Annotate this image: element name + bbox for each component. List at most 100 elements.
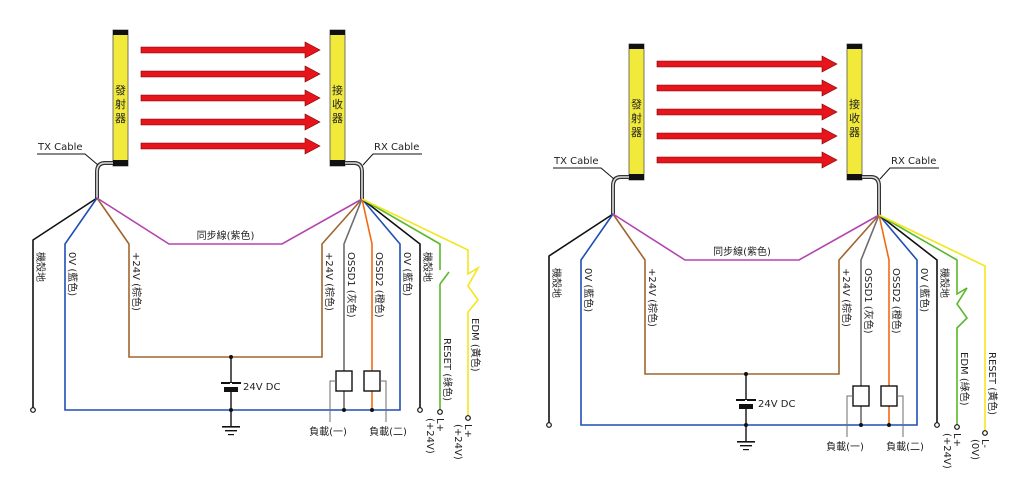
- green-terminal: [954, 424, 960, 430]
- ground-icon-3: [743, 449, 749, 451]
- rx-cable-label: RX Cable: [374, 142, 419, 153]
- battery-gap: [745, 400, 747, 404]
- yellow-terminal-label: L+: [462, 424, 473, 438]
- rx-plus24-label: +24V (棕色): [840, 268, 853, 327]
- emitter-label-char: 器: [631, 126, 642, 139]
- sync-wire-label: 同步線(紫色): [197, 229, 255, 242]
- load1-leader: [846, 395, 853, 437]
- emitter-cap-bottom: [113, 160, 128, 166]
- tx-cable: [611, 175, 629, 214]
- tx-plus24-label: +24V (棕色): [130, 252, 143, 311]
- rx-cable: [862, 175, 881, 215]
- sync-wire: [96, 197, 363, 245]
- receiver-label-char: 收: [332, 97, 343, 111]
- tx-cable-label: TX Cable: [553, 156, 599, 167]
- receiver-cap-bottom: [847, 174, 862, 180]
- tx-cable-core: [96, 162, 113, 198]
- green-wire-label: EDM (綠色): [958, 352, 971, 406]
- receiver-label-char: 器: [849, 126, 860, 139]
- ossd2-label: OSSD2 (橙色): [373, 252, 386, 318]
- rx-plus24-label: +24V (棕色): [323, 252, 336, 311]
- green-terminal-label: L+: [434, 418, 445, 432]
- tx-cable-label: TX Cable: [37, 142, 83, 153]
- light-beam-arrow: [656, 79, 838, 97]
- power-plus-node: [744, 372, 748, 376]
- load2-leader: [380, 380, 387, 422]
- tx-zero-volt-label: 0V (藍色): [582, 268, 595, 312]
- light-beam-arrow: [140, 41, 321, 59]
- yellow-terminal-voltage: (+24V): [452, 424, 463, 460]
- rx-zero-volt-label: 0V (藍色): [401, 252, 414, 296]
- load1-box: [335, 370, 353, 392]
- battery-plate-short: [739, 404, 753, 409]
- receiver-cap-top: [847, 44, 862, 49]
- power-plus-node: [229, 355, 233, 359]
- emitter-label-char: 發: [115, 83, 126, 97]
- rx-cable-core: [345, 162, 363, 199]
- load1-box: [852, 385, 870, 407]
- tx-plus24-label: +24V (棕色): [646, 268, 659, 327]
- ossd1-node: [342, 408, 346, 412]
- receiver-label-char: 接: [332, 84, 343, 97]
- green-terminal-voltage: (+24V): [941, 433, 952, 469]
- emitter-label-char: 射: [115, 97, 126, 111]
- sync-wire: [612, 213, 880, 261]
- green-terminal-label: L+: [951, 433, 962, 447]
- rx-shield-terminal: [417, 407, 423, 413]
- ground-icon-3: [228, 434, 234, 436]
- power-supply-label: 24V DC: [758, 399, 795, 410]
- green-wire-edm: [878, 214, 969, 427]
- ground-icon-2: [225, 430, 237, 432]
- ossd1-node: [859, 423, 863, 427]
- receiver-label-char: 接: [849, 98, 860, 111]
- tx-shield-label: 機殼地: [550, 268, 563, 298]
- tx-cable: [95, 161, 113, 198]
- ossd1-wire: [343, 198, 363, 410]
- rx-cable-leader: [879, 167, 939, 180]
- power-minus-node: [744, 423, 748, 427]
- light-beam-arrow: [656, 127, 838, 145]
- load2-label: 負載(二): [369, 426, 407, 438]
- ground-icon-2: [740, 445, 752, 447]
- yellow-terminal: [465, 415, 471, 421]
- tx-shield-label: 機殼地: [34, 252, 47, 282]
- rx-cable: [345, 161, 364, 199]
- light-beam-arrow: [140, 65, 321, 83]
- yellow-wire-edm: [361, 198, 481, 418]
- load2-leader: [897, 395, 904, 437]
- ground-icon-1: [222, 426, 240, 428]
- light-beam-arrow: [656, 55, 838, 73]
- emitter-cap-bottom: [629, 174, 644, 180]
- receiver-label-char: 收: [849, 111, 860, 125]
- tx-wire-shield: [32, 197, 98, 410]
- ossd2-node: [370, 408, 374, 412]
- ossd1-label: OSSD1 (灰色): [862, 268, 875, 334]
- load1-label: 負載(一): [309, 426, 347, 438]
- sync-wire-label: 同步線(紫色): [713, 245, 771, 258]
- rx-zero-volt-label: 0V (藍色): [918, 268, 931, 312]
- yellow-terminal-label: L-: [979, 439, 990, 448]
- ossd1-wire: [860, 214, 880, 425]
- reset-switch-contact: [439, 271, 450, 285]
- ossd2-wire: [878, 214, 890, 425]
- ossd2-node: [887, 423, 891, 427]
- rx-wire-shield: [361, 198, 421, 410]
- ossd2-label: OSSD2 (橙色): [890, 268, 903, 334]
- power-supply-label: 24V DC: [243, 382, 280, 393]
- emitter-label-char: 器: [115, 112, 126, 125]
- light-beam-arrow: [140, 113, 321, 131]
- rx-shield-terminal: [934, 422, 940, 428]
- emitter-cap-top: [629, 44, 644, 49]
- battery-gap: [230, 383, 232, 387]
- load2-box: [363, 370, 381, 392]
- ground-icon-1: [737, 441, 755, 443]
- light-beam-arrow: [656, 103, 838, 121]
- tx-shield-terminal: [30, 407, 36, 413]
- rx-cable-core: [862, 176, 880, 215]
- rx-shield-label: 機殼地: [938, 268, 951, 298]
- green-terminal-voltage: (+24V): [424, 418, 435, 454]
- yellow-terminal-voltage: (0V): [969, 439, 980, 460]
